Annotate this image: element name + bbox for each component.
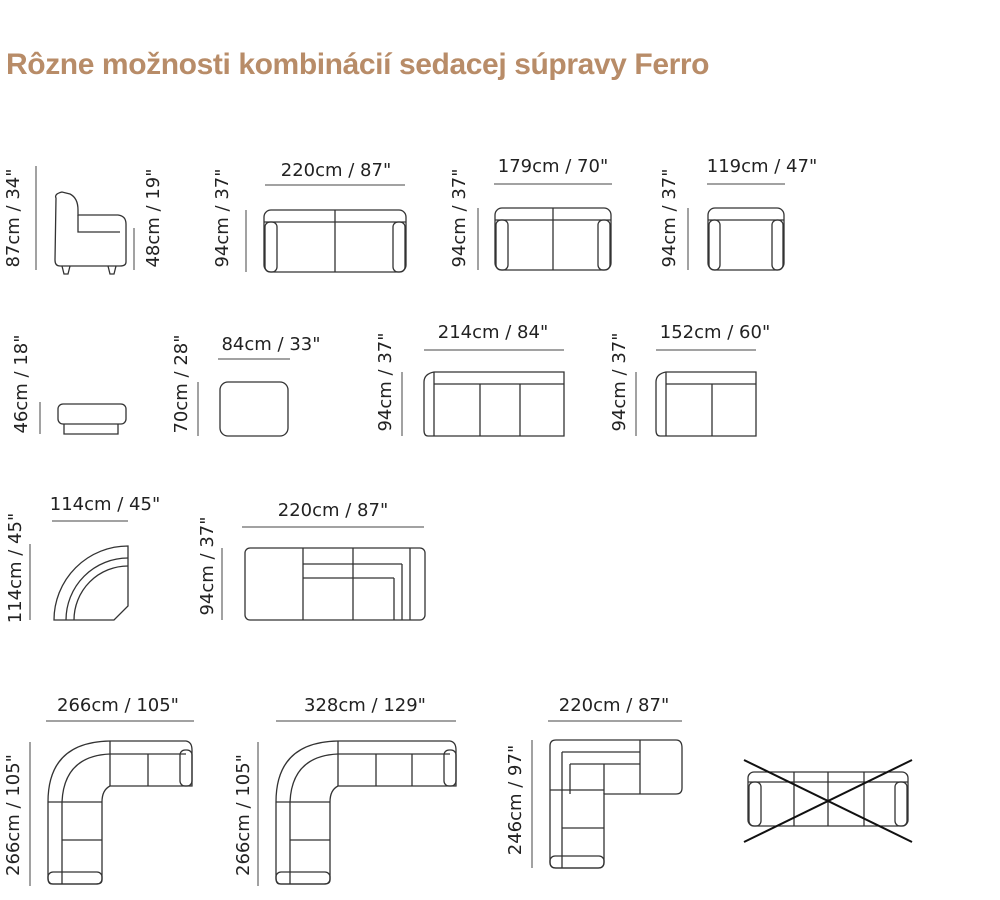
sofa-module-3-seat — [401, 349, 565, 437]
sofa-module-2-seat — [635, 349, 757, 437]
dim-corner-width: 114cm / 45" — [49, 494, 161, 515]
page-title: Rôzne možnosti kombinácií sedacej súprav… — [6, 48, 710, 81]
armchair-top-view — [687, 183, 785, 271]
dim-chaise-width: 220cm / 87" — [277, 500, 389, 521]
sofa-3-seater — [245, 184, 407, 273]
corner-sofa-l3 — [531, 720, 683, 869]
dim-module3-width: 214cm / 84" — [437, 322, 549, 343]
dim-armchair-width: 119cm / 47" — [706, 156, 818, 177]
corner-sofa-l2 — [257, 720, 457, 886]
sofa-2-seater — [477, 183, 612, 271]
dim-sofa2-width: 179cm / 70" — [497, 156, 609, 177]
armchair-side-view — [35, 166, 135, 275]
crossed-out-sofa — [743, 759, 913, 843]
dim-l1-width: 266cm / 105" — [57, 695, 179, 716]
dim-sofa3-width: 220cm / 87" — [280, 160, 392, 181]
dim-pouf-width: 84cm / 33" — [221, 334, 321, 355]
pouf-top-view — [197, 358, 290, 437]
dim-l3-width: 220cm / 87" — [558, 695, 670, 716]
sofa-with-chaise — [221, 526, 426, 621]
pouf-side-view — [39, 402, 127, 435]
cross-line-2 — [743, 759, 913, 843]
dim-module2-width: 152cm / 60" — [659, 322, 771, 343]
corner-module — [29, 520, 129, 621]
dim-l2-width: 328cm / 129" — [304, 695, 426, 716]
corner-sofa-l1 — [29, 720, 194, 886]
